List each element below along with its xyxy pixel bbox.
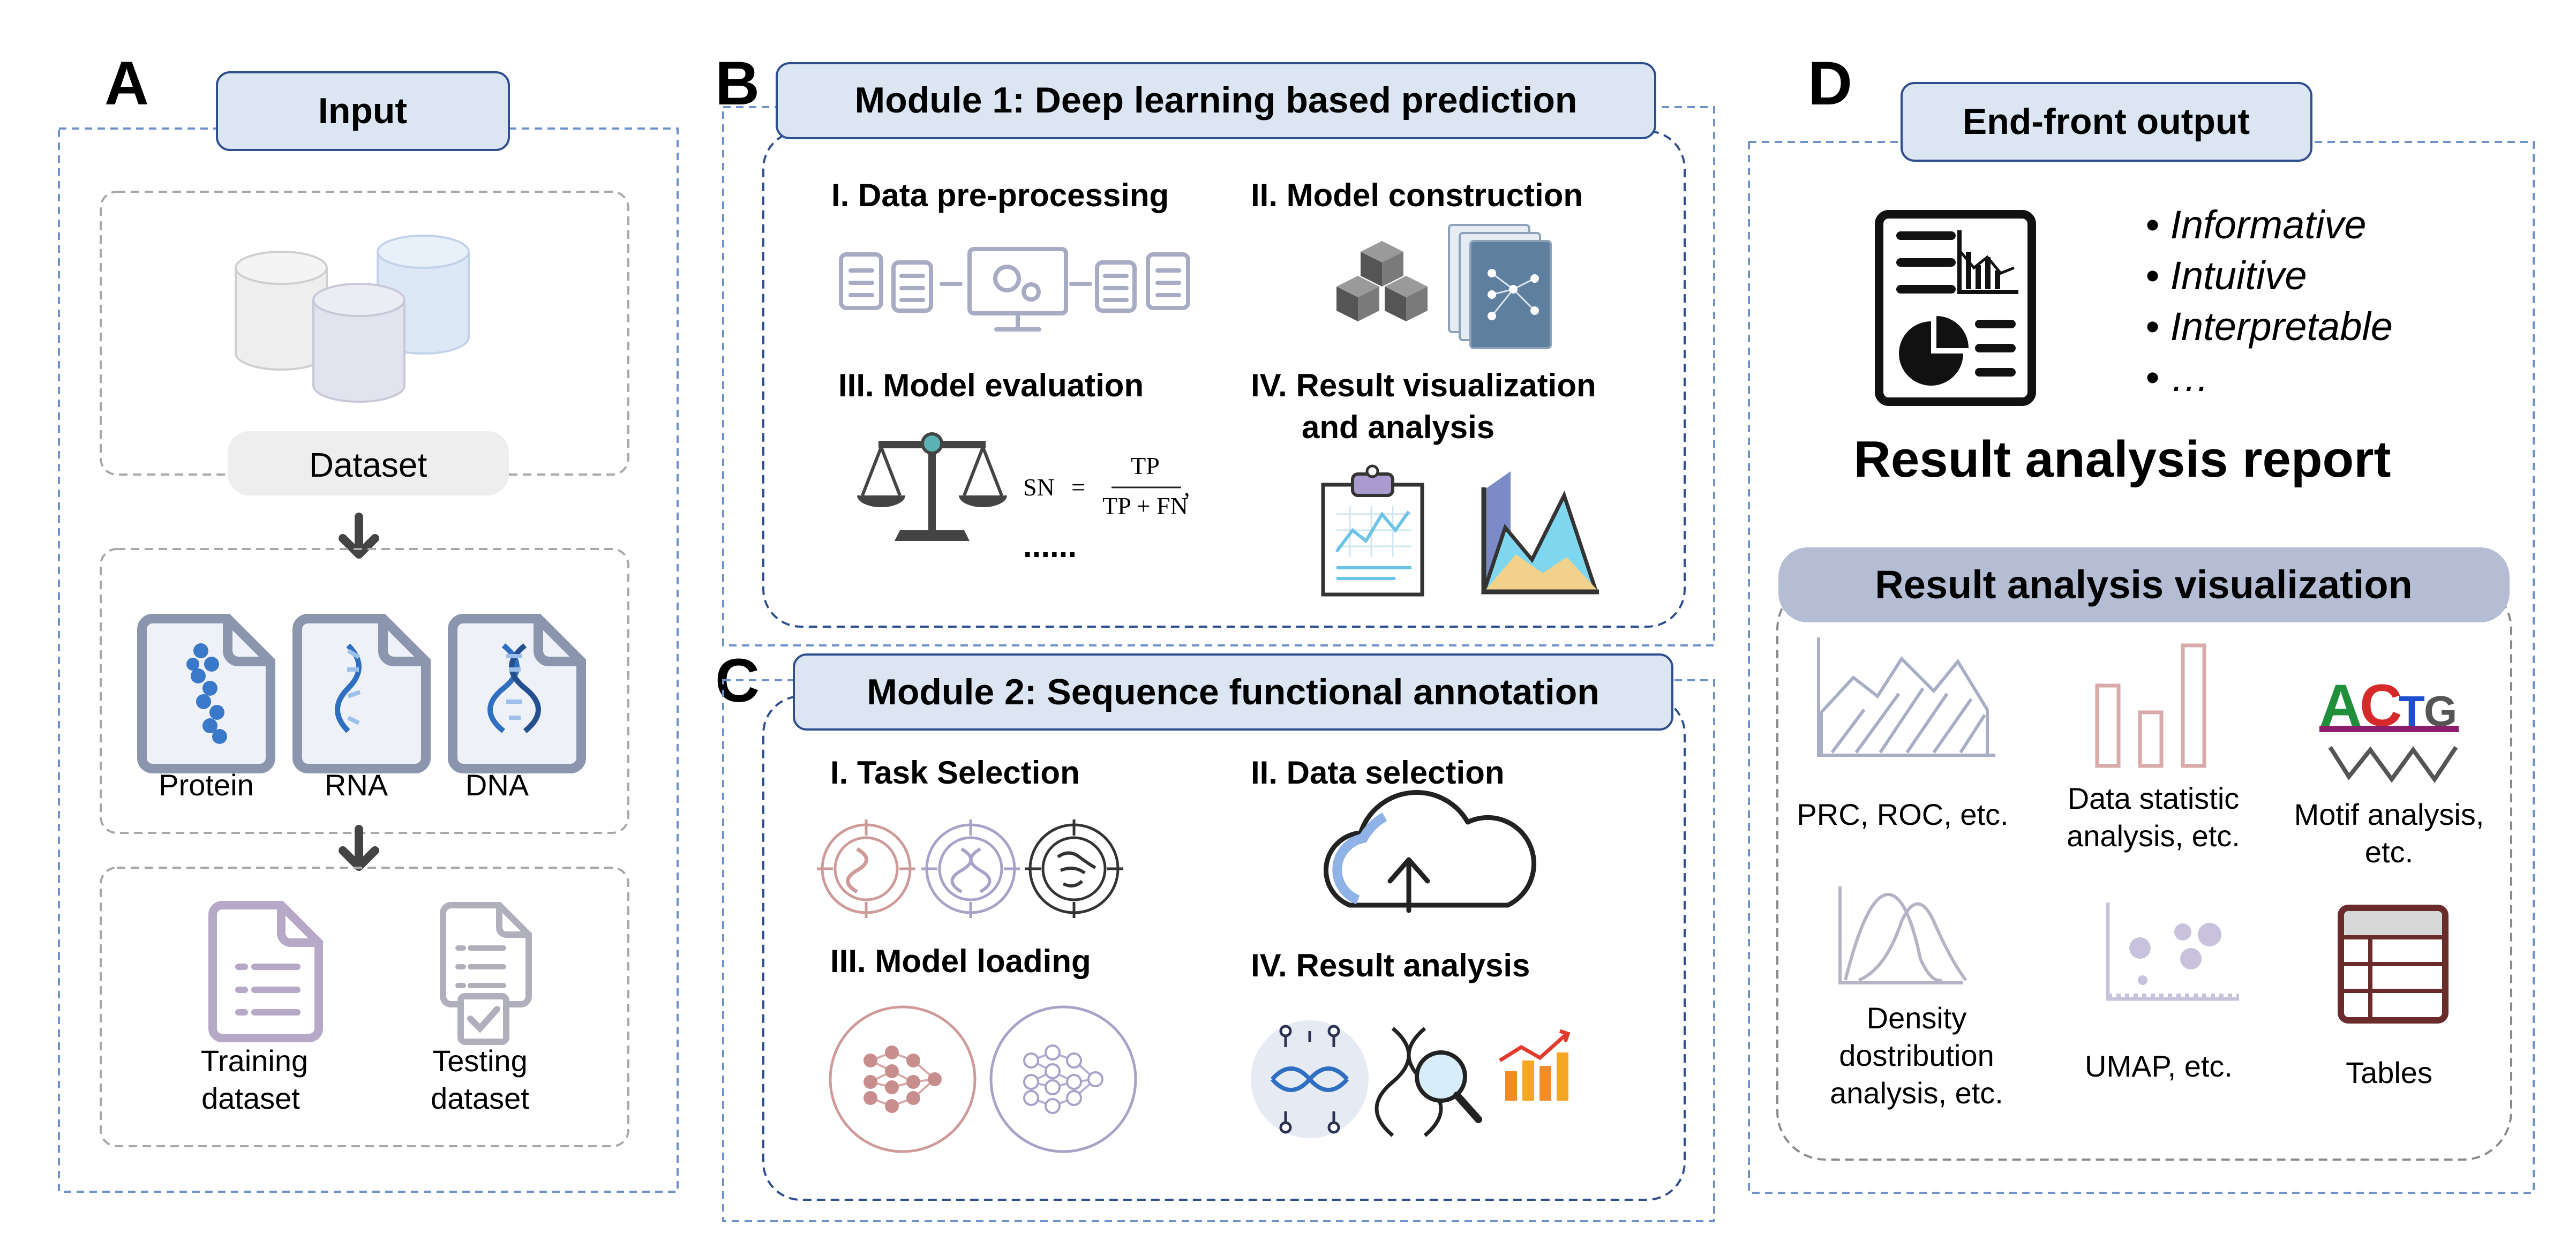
neural-network-stack-icon (1448, 224, 1552, 349)
motif-logo-icon: A C T G (2319, 673, 2459, 783)
b-step-4-line1: IV. Result visualization (1251, 367, 1596, 403)
formula-eq: = (1071, 473, 1085, 501)
dataset-split-box (100, 867, 629, 1147)
panel-c-title: Module 2: Sequence functional annotation (867, 672, 1599, 712)
area-chart-icon (1481, 471, 1599, 595)
testing-label-line1: Testing (432, 1044, 527, 1078)
viz-title: Result analysis visualization (1875, 562, 2412, 607)
c-step-3: III. Model loading (830, 943, 1091, 979)
umap-scatter-icon (2106, 902, 2239, 1001)
bullet-3: • Interpretable (2145, 304, 2393, 349)
panel-c: C Module 2: Sequence functional annotati… (715, 646, 1715, 1222)
panel-d-letter: D (1808, 49, 1852, 118)
trend-bar-chart-icon (1499, 1029, 1571, 1101)
dataset-label: Dataset (309, 446, 427, 484)
arrow-down-icon (339, 825, 379, 871)
dna-circuit-icon (1251, 1020, 1369, 1138)
prc-roc-icon (1817, 637, 1995, 757)
b-step-4-line2: and analysis (1302, 409, 1494, 445)
model-network-icon (829, 1005, 977, 1153)
balance-scale-icon (857, 432, 1007, 541)
task-rna-target-icon (817, 819, 915, 918)
clipboard-chart-icon (1321, 464, 1424, 597)
viz-stat-label-2: analysis, etc. (2067, 819, 2240, 853)
c-step-2: II. Data selection (1251, 755, 1505, 791)
viz-frame (1776, 580, 2512, 1161)
dna-search-icon (1375, 1027, 1482, 1137)
testing-label-line2: dataset (431, 1081, 529, 1115)
viz-motif-label-1: Motif analysis, (2294, 798, 2484, 831)
sequence-types-box (100, 548, 629, 834)
c-step-1: I. Task Selection (830, 755, 1080, 791)
viz-tables-label: Tables (2346, 1056, 2432, 1089)
model-network-outline-icon (989, 1005, 1137, 1153)
panel-b-header (776, 62, 1656, 139)
viz-motif-label-2: etc. (2365, 835, 2413, 869)
bullet-2: • Intuitive (2145, 253, 2307, 298)
density-distribution-icon (1838, 886, 1967, 984)
b-step-3: III. Model evaluation (838, 367, 1144, 403)
cloud-upload-icon (1324, 790, 1537, 913)
panel-d-title: End-front output (1963, 101, 2250, 142)
panel-d-frame (1748, 141, 2535, 1194)
formula-ellipsis: ...... (1023, 528, 1077, 564)
panel-b: B Module 1: Deep learning based predicti… (715, 49, 1715, 646)
sensitivity-formula: SN = TP TP + FN , (1023, 452, 1190, 520)
formula-comma: , (1184, 473, 1190, 501)
model-blocks-icon (1336, 241, 1428, 321)
viz-prc-label: PRC, ROC, etc. (1797, 798, 2008, 831)
task-protein-target-icon (1025, 819, 1123, 918)
protein-file-icon (137, 614, 275, 773)
seq-type-protein: Protein (159, 768, 253, 802)
database-icon (235, 235, 470, 403)
panel-b-title: Module 1: Deep learning based prediction (855, 80, 1578, 121)
panel-a-letter: A (104, 49, 149, 118)
dna-file-icon (448, 614, 586, 773)
b-step-2: II. Model construction (1251, 177, 1583, 213)
b-step-1: I. Data pre-processing (831, 177, 1169, 213)
viz-header (1778, 547, 2510, 622)
preprocessing-pipeline-icon (839, 247, 1190, 332)
bullet-4: • … (2145, 355, 2210, 400)
panel-d-header (1901, 82, 2312, 162)
dataset-pill (228, 431, 509, 495)
rna-file-icon (292, 614, 431, 773)
panel-a-title: Input (318, 91, 407, 131)
report-title: Result analysis report (1853, 431, 2391, 488)
formula-denominator: TP + FN (1102, 492, 1188, 520)
panel-a-header (216, 71, 510, 151)
viz-density-label-1: Density (1867, 1001, 1967, 1035)
c-step-4: IV. Result analysis (1251, 947, 1530, 983)
training-label-line2: dataset (201, 1081, 300, 1115)
formula-numerator: TP (1131, 452, 1160, 479)
formula-lhs: SN (1023, 473, 1055, 501)
arrow-down-icon (339, 513, 379, 559)
seq-type-dna: DNA (465, 768, 529, 802)
report-document-icon (1875, 210, 2036, 406)
panel-c-header (793, 653, 1673, 731)
viz-stat-label-1: Data statistic (2068, 781, 2240, 815)
dataset-box (100, 191, 629, 476)
panel-a: A Input Dataset (58, 49, 679, 1193)
task-dna-target-icon (921, 819, 1020, 918)
viz-density-label-3: analysis, etc. (1830, 1076, 2003, 1110)
testing-document-icon (440, 902, 532, 1045)
training-document-icon (208, 901, 323, 1042)
table-icon (2338, 905, 2449, 1024)
data-statistic-icon (2095, 643, 2206, 768)
viz-umap-label: UMAP, etc. (2085, 1049, 2233, 1083)
viz-density-label-2: dostribution (1839, 1039, 1994, 1072)
seq-type-rna: RNA (325, 768, 388, 802)
panel-d: D End-front output • Informative • Intui… (1748, 49, 2535, 1194)
bullet-1: • Informative (2145, 202, 2367, 247)
training-label-line1: Training (201, 1044, 308, 1078)
